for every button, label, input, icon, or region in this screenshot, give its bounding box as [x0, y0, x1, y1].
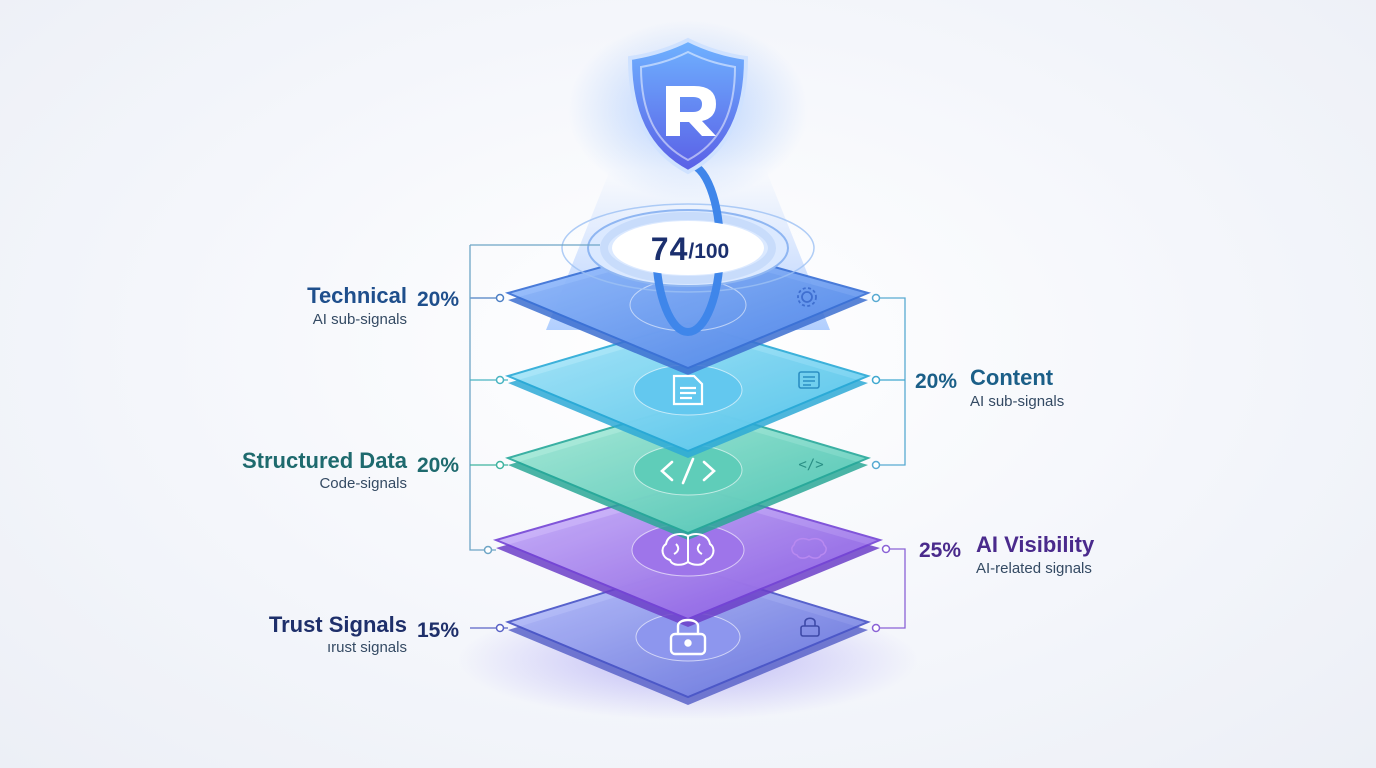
structured-data-percent: 20%: [417, 454, 460, 477]
content-title: Content: [970, 365, 1054, 390]
content-percent: 20%: [915, 370, 958, 393]
brain-icon: [661, 533, 715, 566]
trust-signals-subtitle: ırust signals: [326, 639, 407, 656]
score-max: /100: [688, 240, 730, 263]
technical-title: Technical: [307, 283, 407, 308]
connector-dots: [483, 293, 891, 633]
ai-visibility-percent: 25%: [919, 539, 962, 562]
brain-small-icon: [791, 537, 827, 559]
layer-technical: [504, 241, 872, 375]
document-icon: [672, 374, 704, 406]
content-subtitle: AI sub-signals: [970, 393, 1065, 410]
trust-signals-percent: 15%: [417, 619, 460, 642]
trust-signals-title: Trust Signals: [268, 612, 407, 637]
code-icon: [660, 457, 716, 485]
shield-r-logo-icon: [627, 37, 749, 175]
structured-data-subtitle: Code-signals: [319, 475, 407, 492]
connector-lines: [469, 244, 906, 629]
technical-percent: 20%: [417, 288, 460, 311]
score-number: 74: [650, 230, 689, 267]
lock-icon: [669, 618, 707, 656]
lock-small-icon: [800, 617, 820, 637]
score-gauge: [561, 160, 815, 336]
ai-visibility-subtitle: AI-related signals: [976, 560, 1092, 577]
score-value: 74/100: [612, 222, 768, 276]
technical-subtitle: AI sub-signals: [312, 311, 407, 328]
gear-icon: [797, 287, 817, 307]
ai-visibility-title: AI Visibility: [976, 532, 1095, 557]
document-small-icon: [798, 371, 820, 389]
code-small-icon: </>: [798, 457, 823, 473]
structured-data-title: Structured Data: [241, 448, 407, 473]
